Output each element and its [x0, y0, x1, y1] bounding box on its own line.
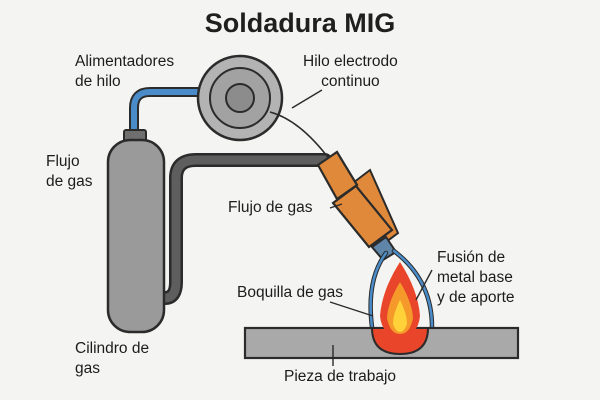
label-gas-flow-torch: Flujo de gas [228, 199, 313, 216]
label-gas-cylinder: Cilindro de gas [75, 340, 150, 377]
label-electrode-wire: Hilo electrodo continuo [303, 53, 398, 90]
leader-gas-flow-torch [329, 203, 343, 209]
label-gas-nozzle: Boquilla de gas [237, 284, 343, 301]
electrode-wire [269, 111, 331, 161]
leader-gas-nozzle [329, 301, 374, 317]
arc-flame-inner [393, 300, 407, 332]
page-title: Soldadura MIG [204, 8, 396, 38]
label-fusion: Fusión de metal base y de aporte [437, 249, 515, 306]
wire-hose-fill [131, 89, 203, 135]
gas-hose-fill [160, 155, 330, 303]
leader-fusion [415, 269, 433, 301]
wire-hose [129, 87, 205, 137]
label-wire-feeder: Alimentadores de hilo [75, 53, 175, 90]
gas-nozzle-shroud-right [392, 249, 434, 329]
spool-hub [225, 83, 255, 113]
gas-cylinder [106, 138, 166, 334]
welding-torch [316, 150, 400, 262]
leader-electrode-wire [291, 89, 323, 109]
gas-hose [158, 153, 332, 305]
label-gas-flow-left: Flujo de gas [46, 153, 93, 190]
torch-grip [316, 150, 359, 201]
label-workpiece: Pieza de trabajo [284, 368, 397, 385]
gas-nozzle-shroud-left [369, 251, 388, 329]
weld-pool [370, 327, 430, 356]
